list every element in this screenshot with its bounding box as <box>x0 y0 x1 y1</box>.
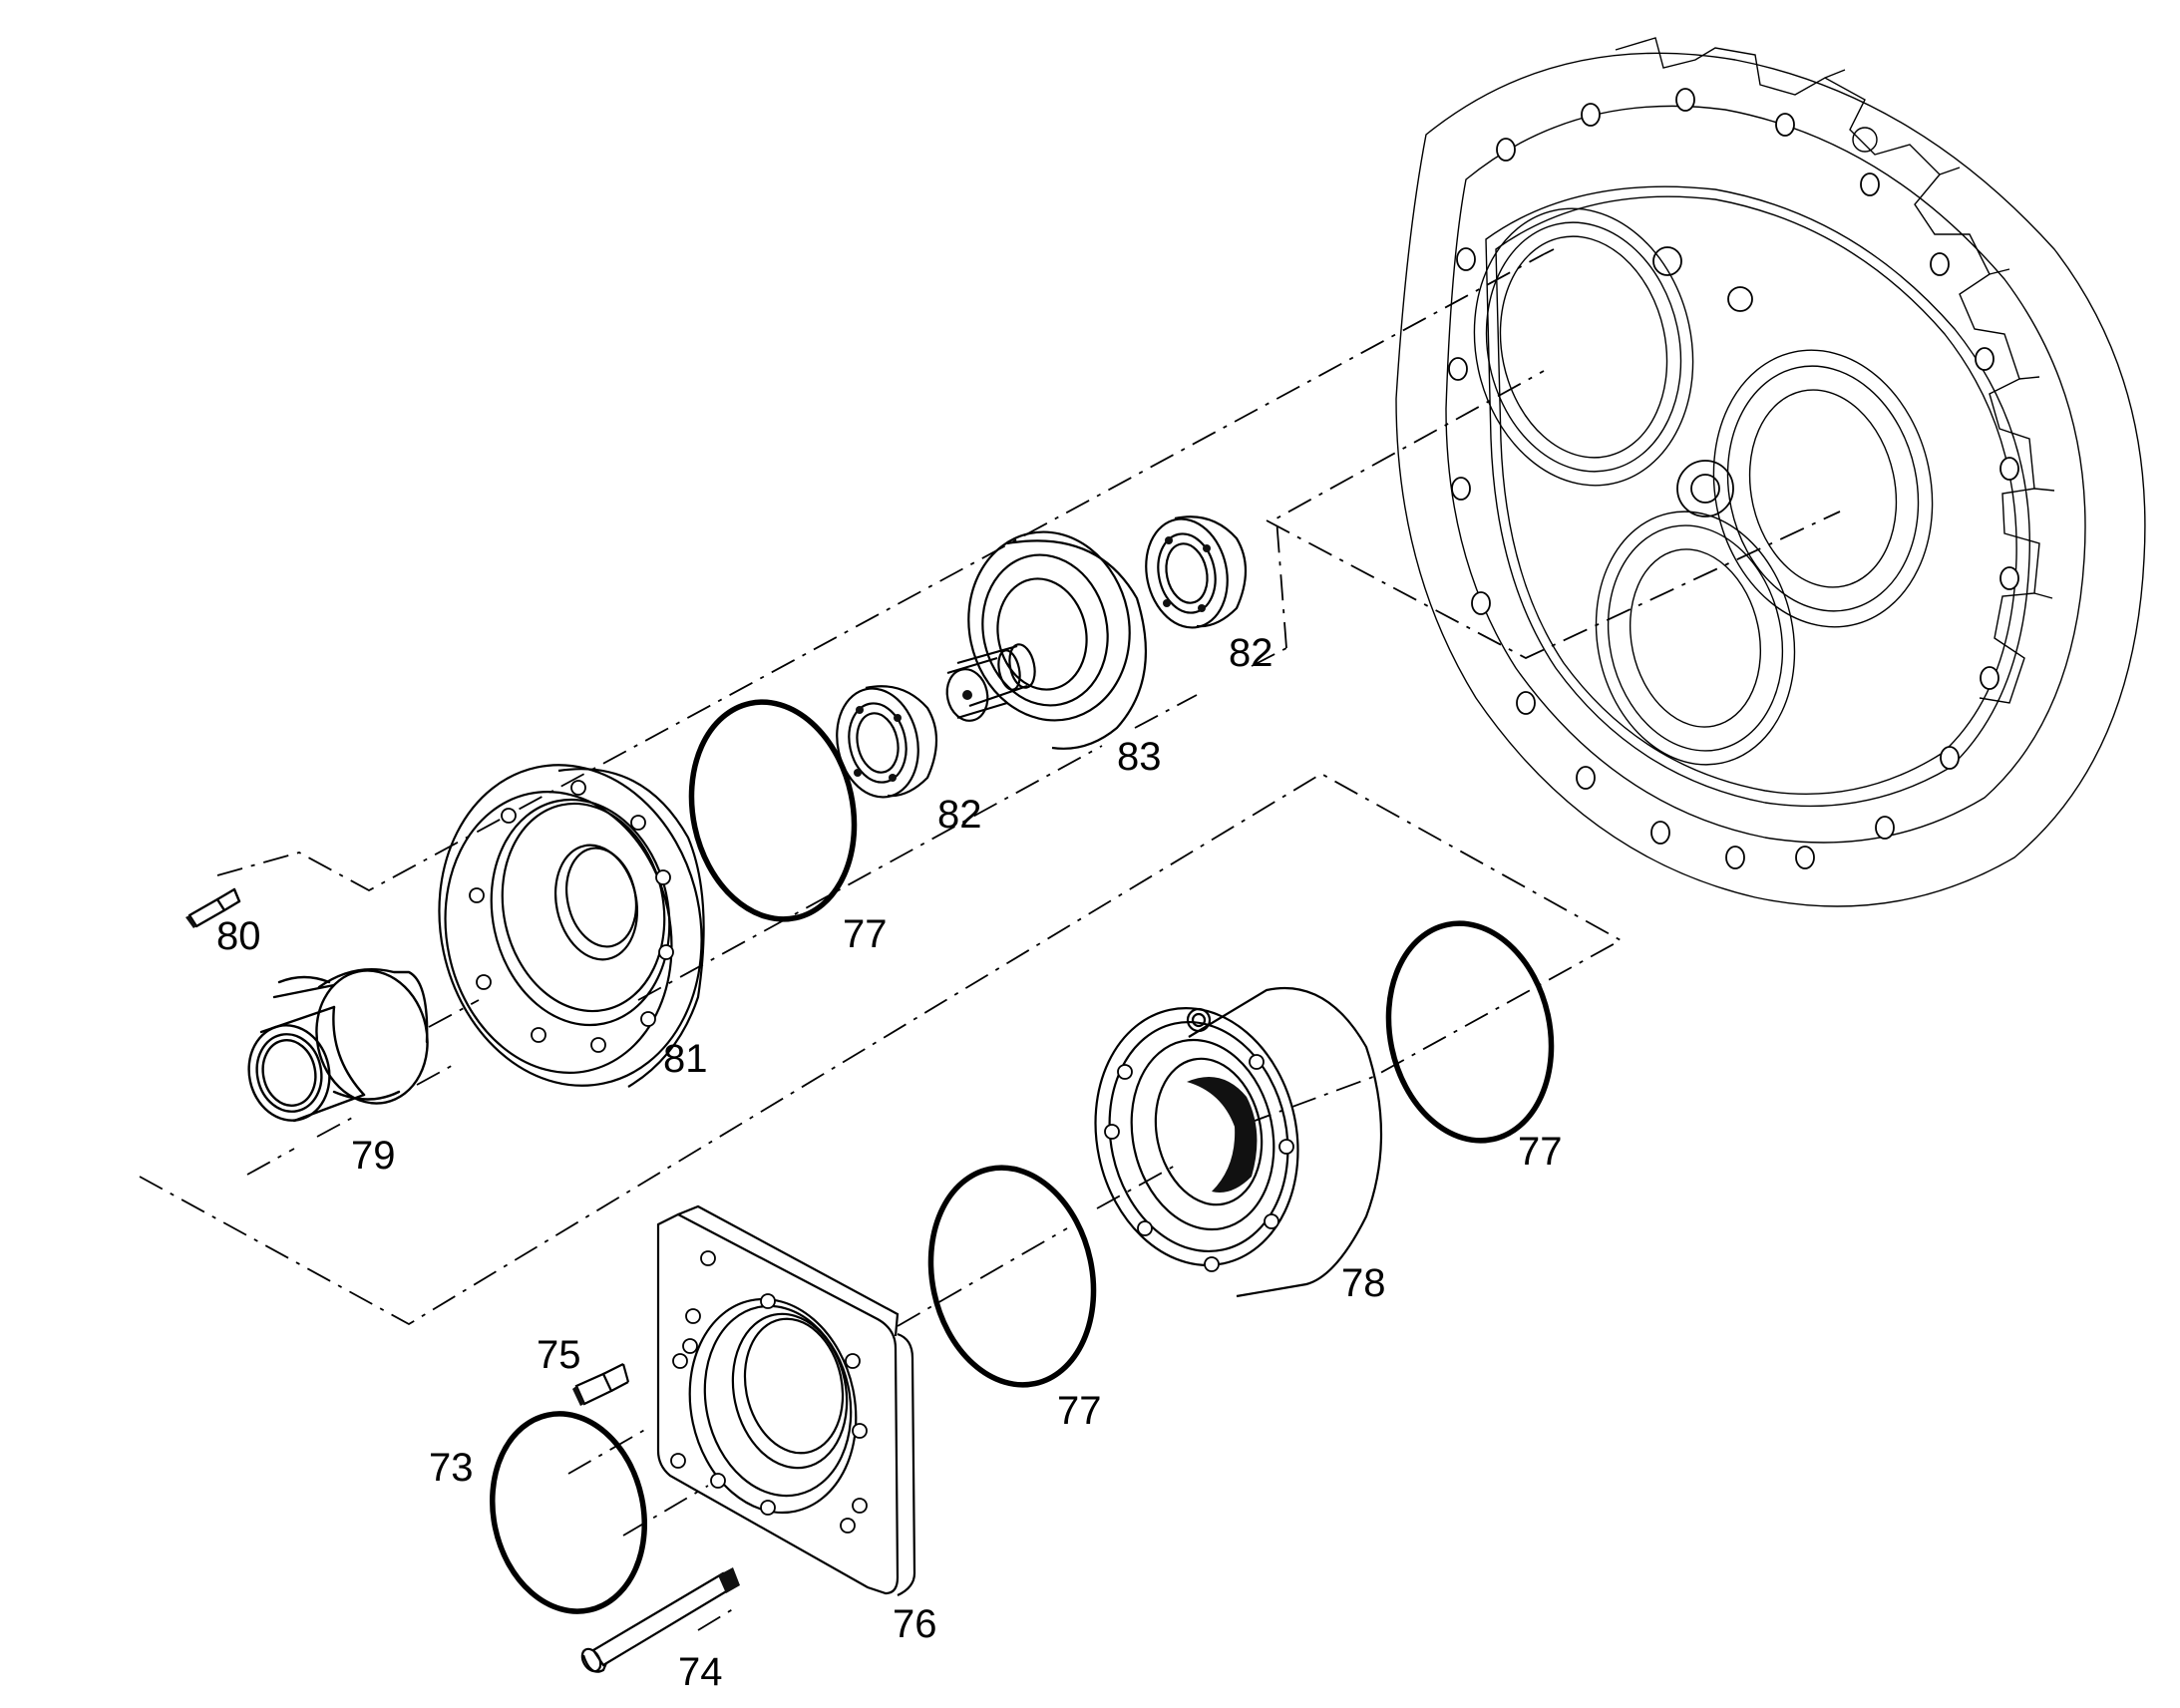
label-74: 74 <box>678 1650 723 1694</box>
o-ring-77-right <box>1385 920 1555 1144</box>
o-ring-77-lower <box>927 1165 1097 1388</box>
flange-plate-76-holes <box>670 1250 868 1534</box>
bolt-74 <box>580 1567 740 1673</box>
label-75: 75 <box>537 1333 581 1377</box>
sleeve-79 <box>247 967 429 1123</box>
housing-bolt-holes <box>1448 88 2019 869</box>
o-ring-73 <box>489 1411 648 1614</box>
label-73: 73 <box>429 1446 474 1490</box>
o-ring-77-upper <box>688 699 858 922</box>
label-80: 80 <box>216 914 261 958</box>
bearing-82-lower <box>836 685 937 799</box>
label-81: 81 <box>663 1037 708 1081</box>
label-77-upper: 77 <box>843 912 888 956</box>
motor-housing-78 <box>1094 986 1383 1298</box>
label-83: 83 <box>1117 735 1162 779</box>
flange-cover-81 <box>438 764 705 1088</box>
bearing-82-upper <box>1145 515 1247 629</box>
label-82-upper: 82 <box>1229 631 1273 675</box>
label-82-lower: 82 <box>937 793 982 837</box>
flange-81-bolt-holes <box>469 780 674 1053</box>
label-78: 78 <box>1341 1261 1386 1305</box>
label-77-lower: 77 <box>1057 1389 1102 1433</box>
shaft-hub-83 <box>945 530 1147 750</box>
label-79: 79 <box>351 1134 396 1178</box>
label-76: 76 <box>893 1602 937 1646</box>
motor-housing-78-holes <box>1104 1054 1294 1272</box>
label-77-right: 77 <box>1518 1130 1563 1174</box>
flange-plate-76 <box>656 1204 916 1596</box>
screw-75 <box>572 1363 630 1406</box>
gear-housing <box>1395 37 2146 907</box>
screw-80 <box>185 887 241 928</box>
part-labels: 80 79 81 77 82 83 82 77 78 77 75 73 76 7… <box>216 631 1563 1694</box>
